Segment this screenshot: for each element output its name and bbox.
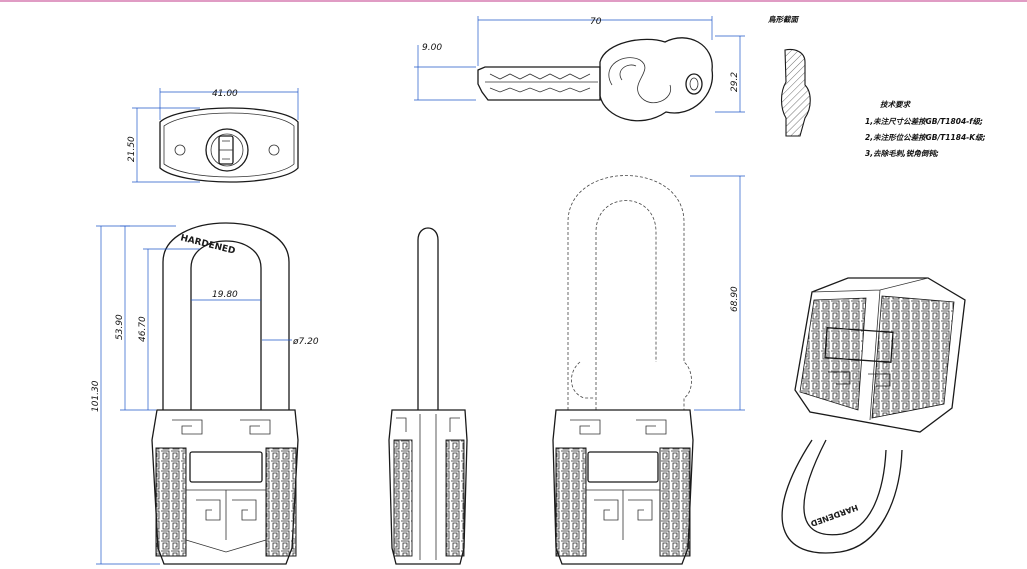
tech-requirements: 技术要求 1,未注尺寸公差按GB/T1804-f级; 2,未注形位公差按GB/T… <box>865 100 986 158</box>
dim-key-blade-height: 9.00 <box>422 43 442 53</box>
dim-shackle-open-height: 68.90 <box>730 286 740 312</box>
tech-requirements-title: 技术要求 <box>880 100 911 109</box>
open-view: 68.90 <box>552 175 745 565</box>
dim-key-head-height: 29.2 <box>730 72 740 92</box>
tech-requirement-1: 1,未注尺寸公差按GB/T1804-f级; <box>865 117 983 126</box>
dim-key-length: 70 <box>590 17 602 27</box>
engraving-hardened: HARDENED <box>179 233 236 256</box>
dim-shackle-inner-height: 46.70 <box>138 316 148 342</box>
section-view: 鳥形截面 <box>767 15 811 137</box>
dim-shackle-diameter: ø7.20 <box>292 337 319 347</box>
dim-shackle-outer-height: 53.90 <box>115 314 125 340</box>
top-view: 41.00 21.50 <box>127 88 299 183</box>
dim-body-top-depth: 21.50 <box>127 136 137 162</box>
section-label: 鳥形截面 <box>767 15 799 24</box>
side-view <box>388 227 468 565</box>
dim-body-top-width: 41.00 <box>212 89 238 99</box>
dim-total-height: 101.30 <box>91 380 101 412</box>
tech-requirement-3: 3,去除毛刺,锐角倒钝; <box>865 149 939 158</box>
key-view: 70 9.00 29.2 <box>414 16 745 122</box>
tech-requirement-2: 2,未注形位公差按GB/T1184-K级; <box>865 133 986 142</box>
iso-engraving-hardened: HARDENED <box>809 503 859 529</box>
isometric-view: HARDENED <box>781 277 966 554</box>
dim-shackle-inner-width: 19.80 <box>212 290 238 300</box>
front-view: HARDENED 101.30 53.90 46.70 19.80 ø7.20 <box>91 222 319 565</box>
